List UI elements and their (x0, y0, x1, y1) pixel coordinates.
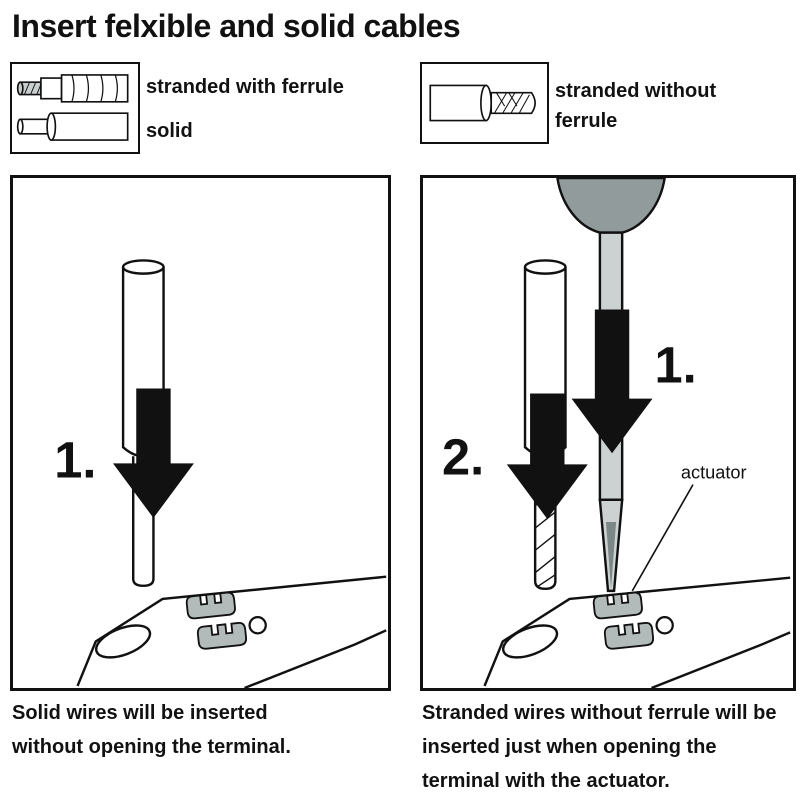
caption-solid-wires: Solid wires will be inserted without ope… (12, 702, 291, 758)
terminal-clamp-icon (603, 621, 655, 650)
actuator-leader-line (631, 484, 694, 592)
step-2-label: 2. (442, 428, 484, 485)
terminal-clamp-icon (185, 591, 236, 620)
legend-box-left (10, 62, 140, 154)
terminal-device-icon (76, 575, 387, 688)
terminal-clamp-icon (592, 591, 643, 620)
stranded-cable-icon (429, 84, 536, 122)
step-1-label: 1. (655, 336, 697, 393)
caption-stranded-wires: Stranded wires without ferrule will be i… (422, 702, 777, 792)
down-arrow-icon (571, 309, 653, 454)
terminal-clamp-icon (196, 621, 248, 650)
down-arrow-icon (506, 393, 588, 520)
down-arrow-icon (112, 388, 194, 518)
legend-box-right (420, 62, 549, 144)
terminal-device-icon (483, 576, 791, 688)
page-title: Insert felxible and solid cables (12, 8, 461, 44)
step-1-label: 1. (54, 432, 96, 489)
illustration-panel-solid: 1. (10, 175, 391, 691)
actuator-label: actuator (681, 463, 747, 483)
legend-left-graphic (16, 74, 129, 141)
legend-right-graphic (429, 84, 536, 122)
solid-cable-icon (16, 112, 129, 141)
legend-label-solid: solid (146, 120, 193, 142)
stranded-wire-illustration: 1. 2. actuator (442, 178, 791, 688)
ferrule-cable-icon (16, 74, 129, 103)
legend-label-stranded-without-ferrule: stranded without ferrule (555, 80, 717, 132)
legend-label-stranded-with-ferrule: stranded with ferrule (146, 76, 344, 98)
illustration-panel-stranded: 1. 2. actuator (420, 175, 796, 691)
solid-wire-illustration: 1. (54, 259, 387, 688)
